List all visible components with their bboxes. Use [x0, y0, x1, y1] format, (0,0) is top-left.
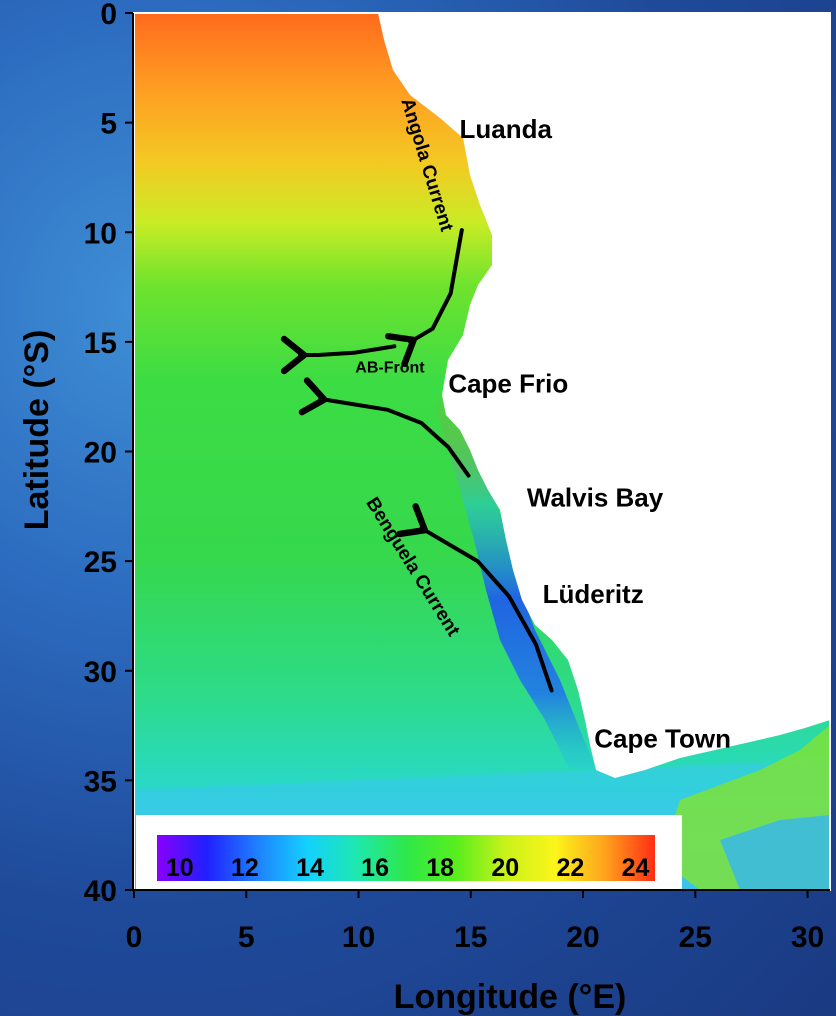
y-tick-label: 25: [84, 546, 117, 579]
place-label-cape-town: Cape Town: [594, 723, 731, 753]
x-tick-label: 5: [238, 921, 255, 954]
x-tick-label: 10: [342, 921, 375, 954]
colorbar-label: 14: [296, 854, 324, 882]
land-mass-africa: [378, 13, 830, 778]
y-ticks: 0 5 10 15 20 25 30 35 40: [84, 0, 133, 908]
x-tick-label: 20: [566, 921, 599, 954]
colorbar-label: 24: [622, 854, 650, 882]
colorbar-label: 22: [556, 854, 584, 882]
place-label-luanda: Luanda: [460, 114, 553, 144]
plot-area: [134, 13, 830, 890]
colorbar-labels: 10 12 14 16 18 20 22 24: [166, 854, 650, 882]
colorbar-label: 10: [166, 854, 194, 882]
axes: 0 5 10 15 20 25 30 0 5 10 15 20 25 30 35 40 Longitude …: [18, 0, 830, 1016]
colorbar: 10 12 14 16 18 20 22 24: [136, 815, 682, 890]
benguela-upper-arrow: [298, 377, 471, 478]
colorbar-label: 12: [231, 854, 259, 882]
y-tick-label: 5: [100, 108, 117, 141]
place-label-l-deritz: Lüderitz: [543, 579, 644, 609]
angola-current-arrow: [385, 228, 464, 368]
place-label-walvis-bay: Walvis Bay: [527, 482, 664, 512]
x-tick-label: 30: [791, 921, 824, 954]
benguela-lower-arrow: [396, 503, 554, 693]
colorbar-label: 18: [426, 854, 454, 882]
x-tick-label: 25: [679, 921, 712, 954]
colorbar-gradient: [157, 835, 655, 881]
y-tick-label: 10: [84, 217, 117, 250]
front-label-ab-front: AB-Front: [355, 360, 425, 377]
current-arrows: [280, 228, 554, 693]
x-tick-label: 15: [454, 921, 487, 954]
south-east-sea-cold: [720, 815, 830, 890]
colorbar-label: 16: [361, 854, 389, 882]
front-west-arrow: [280, 335, 397, 375]
y-tick-label: 30: [84, 656, 117, 689]
x-axis-title: Longitude (°E): [394, 978, 627, 1016]
y-tick-label: 20: [84, 437, 117, 470]
y-tick-label: 0: [100, 0, 117, 31]
x-tick-label: 0: [126, 921, 143, 954]
y-tick-label: 35: [84, 765, 117, 798]
y-tick-label: 15: [84, 327, 117, 360]
colorbar-label: 20: [491, 854, 519, 882]
x-ticks: 0 5 10 15 20 25 30: [126, 890, 824, 954]
y-tick-label: 40: [84, 875, 117, 908]
y-axis-title: Latitude (°S): [18, 330, 56, 531]
place-label-cape-frio: Cape Frio: [448, 368, 568, 398]
